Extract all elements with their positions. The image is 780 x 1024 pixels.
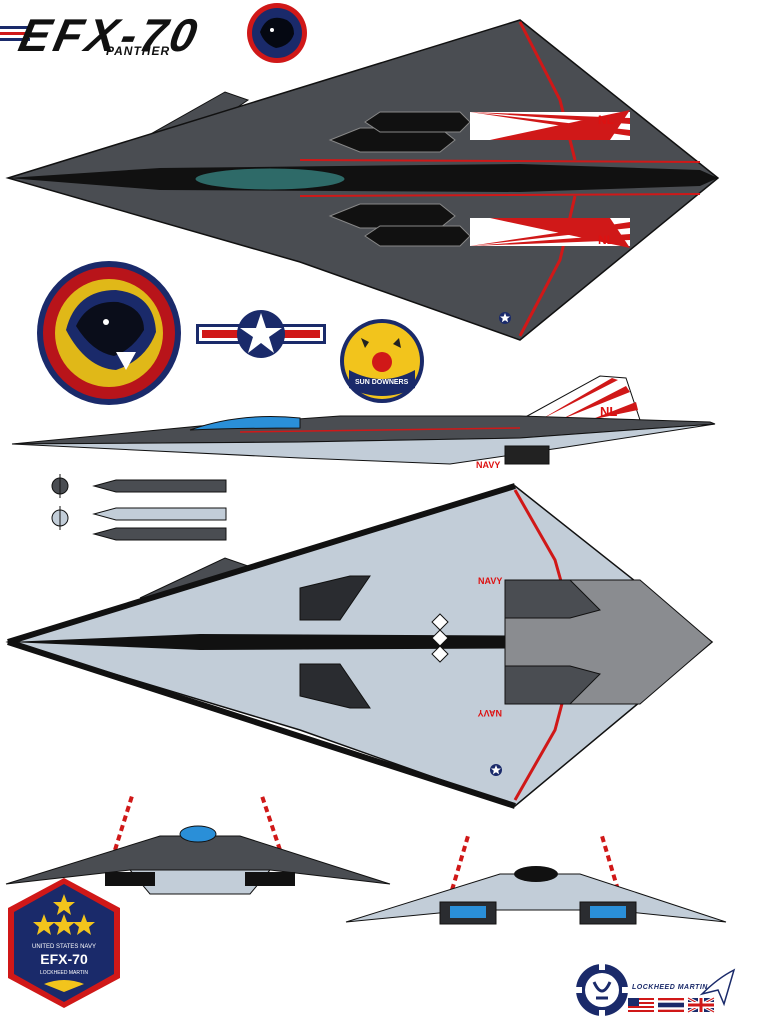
aircraft-top-view: NL NL — [5, 19, 720, 341]
squadron-name: SUN DOWNERS — [355, 379, 409, 386]
manufacturer-logo-text: LOCKHEED MARTIN — [632, 984, 708, 991]
aircraft-side-view: NL NAVY — [11, 375, 716, 470]
gear-logo-icon — [574, 962, 630, 1018]
uk-flag-icon — [687, 996, 715, 1014]
bomb-front-icon-1 — [51, 474, 69, 498]
aircraft-bottom-view: NAVY NAVY — [5, 483, 714, 809]
thailand-flag-icon — [658, 998, 684, 1012]
aircraft-rear-view — [345, 835, 727, 925]
badge-title: EFX-70 — [40, 951, 88, 967]
page-subtitle: PANTHER — [106, 44, 171, 58]
navy-label-side: NAVY — [476, 460, 500, 470]
star-insignia-icon — [499, 312, 511, 324]
lockheed-star-icon — [699, 968, 736, 1007]
sun-downers-patch-icon: SUN DOWNERS — [340, 319, 424, 403]
tail-code-top-1: NL — [598, 113, 614, 127]
weapons-loadout — [51, 474, 227, 541]
navy-roundel-icon — [196, 310, 326, 358]
badge-line-1: UNITED STATES NAVY — [32, 944, 96, 950]
navy-label-bottom-2: NAVY — [478, 708, 502, 718]
panther-emblem-icon — [247, 3, 307, 63]
panther-squadron-patch-icon — [37, 261, 181, 405]
tail-code-top-2: NL — [598, 233, 614, 247]
star-insignia-bottom-icon — [490, 764, 502, 776]
aircraft-front-view — [5, 795, 391, 895]
flags-row — [628, 996, 715, 1014]
bomb-front-icon-2 — [51, 506, 69, 530]
usn-program-badge: UNITED STATES NAVY EFX-70 LOCKHEED MARTI… — [8, 878, 120, 1008]
tail-code-side: NL — [600, 404, 617, 419]
badge-line-2: LOCKHEED MARTIN — [40, 970, 88, 976]
usa-flag-icon — [628, 998, 654, 1012]
title-speed-lines — [0, 26, 30, 41]
navy-label-bottom-1: NAVY — [478, 576, 502, 586]
